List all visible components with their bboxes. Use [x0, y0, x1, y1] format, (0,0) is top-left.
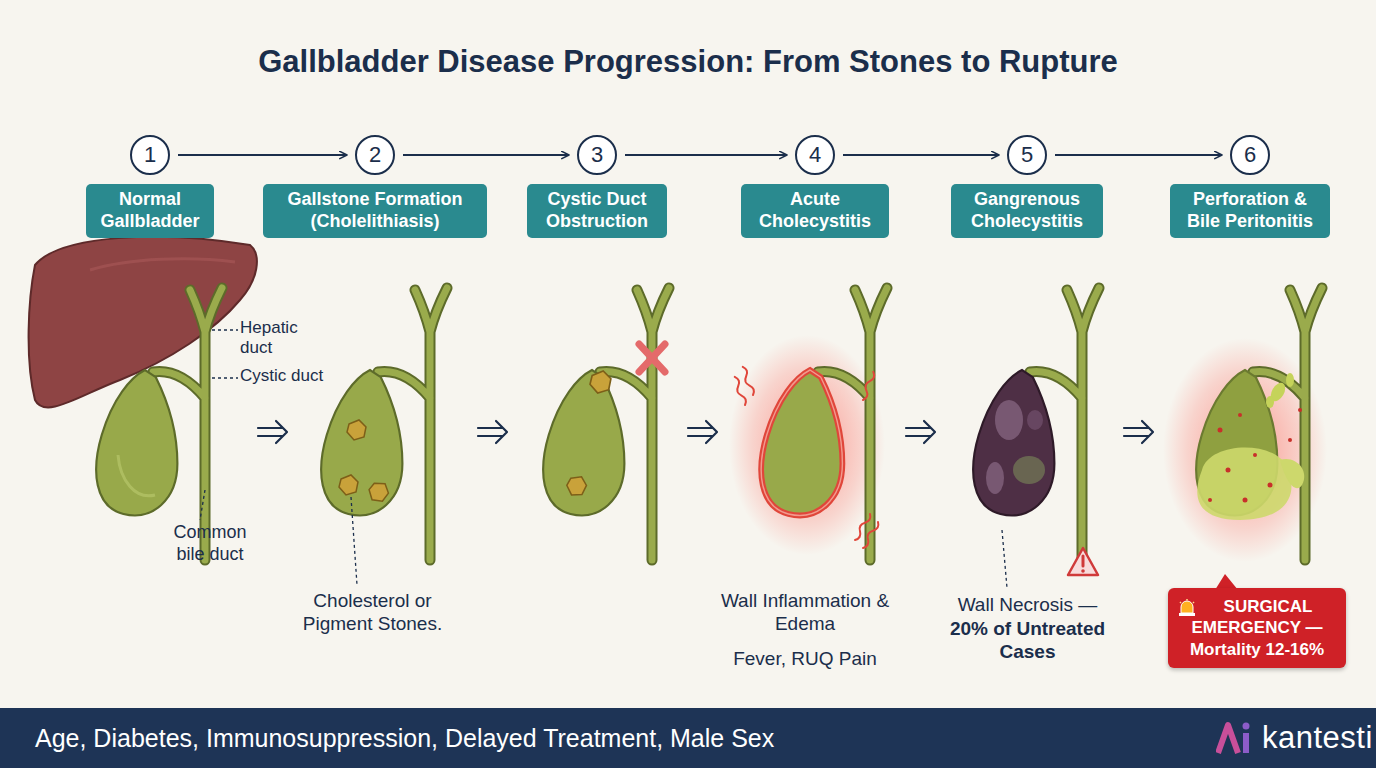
step-number: 3 — [577, 135, 617, 175]
node-text: 1 — [144, 142, 156, 168]
stage-label-box: Normal Gallbladder — [86, 184, 214, 237]
node-text: 6 — [1244, 142, 1256, 168]
risk-factor-band: Age, Diabetes, Immunosuppression, Delaye… — [0, 708, 1376, 768]
node-text: 5 — [1021, 142, 1033, 168]
stage-label-box: Gangrenous Cholecystitis — [951, 184, 1103, 237]
annotation-text: Cholesterol or Pigment Stones. — [285, 590, 460, 636]
risk-factors-text: Age, Diabetes, Immunosuppression, Delaye… — [35, 724, 774, 753]
step-number: 6 — [1230, 135, 1270, 175]
brand-name: kantesti — [1262, 720, 1373, 756]
stage-label-box: Gallstone Formation (Cholelithiasis) — [263, 184, 487, 237]
node-text: 3 — [591, 142, 603, 168]
step-arrow — [1055, 154, 1222, 156]
alert-box: SURGICAL EMERGENCY — Mortality 12-16% — [1168, 588, 1346, 668]
annotation-text: Wall Inflammation & Edema — [705, 590, 905, 636]
step-number: 4 — [795, 135, 835, 175]
siren-icon — [1178, 598, 1196, 616]
annotation-text: 20% of Untreated Cases — [935, 618, 1120, 664]
diagram-title: Gallbladder Disease Progression: From St… — [0, 44, 1376, 80]
stage-label-box: Acute Cholecystitis — [741, 184, 889, 237]
node-text: Perforation & Bile Peritonitis — [1187, 189, 1313, 231]
step-arrow — [843, 154, 999, 156]
step-number: 2 — [355, 135, 395, 175]
node-text: Normal Gallbladder — [100, 189, 199, 231]
annotation-text: Fever, RUQ Pain — [705, 648, 905, 671]
anatomy-label: Common bile duct — [160, 522, 260, 565]
node-text: Cystic Duct Obstruction — [546, 189, 648, 231]
stage-label-box: Cystic Duct Obstruction — [527, 184, 667, 237]
node-text: 4 — [809, 142, 821, 168]
stage-label-box: Perforation & Bile Peritonitis — [1170, 184, 1330, 237]
brand-logo — [1216, 721, 1256, 755]
anatomy-label: Cystic duct — [240, 366, 330, 386]
anatomy-label: Hepatic duct — [240, 318, 330, 359]
annotation-text: Wall Necrosis — — [935, 594, 1120, 617]
node-text: Acute Cholecystitis — [759, 189, 871, 231]
node-text: SURGICAL EMERGENCY — Mortality 12-16% — [1178, 596, 1336, 660]
step-arrow — [625, 154, 787, 156]
node-text: 2 — [369, 142, 381, 168]
step-arrow — [403, 154, 569, 156]
step-number: 1 — [130, 135, 170, 175]
node-text: Gangrenous Cholecystitis — [971, 189, 1083, 231]
step-arrow — [178, 154, 347, 156]
node-text: Gallstone Formation (Cholelithiasis) — [287, 189, 462, 231]
step-number: 5 — [1007, 135, 1047, 175]
